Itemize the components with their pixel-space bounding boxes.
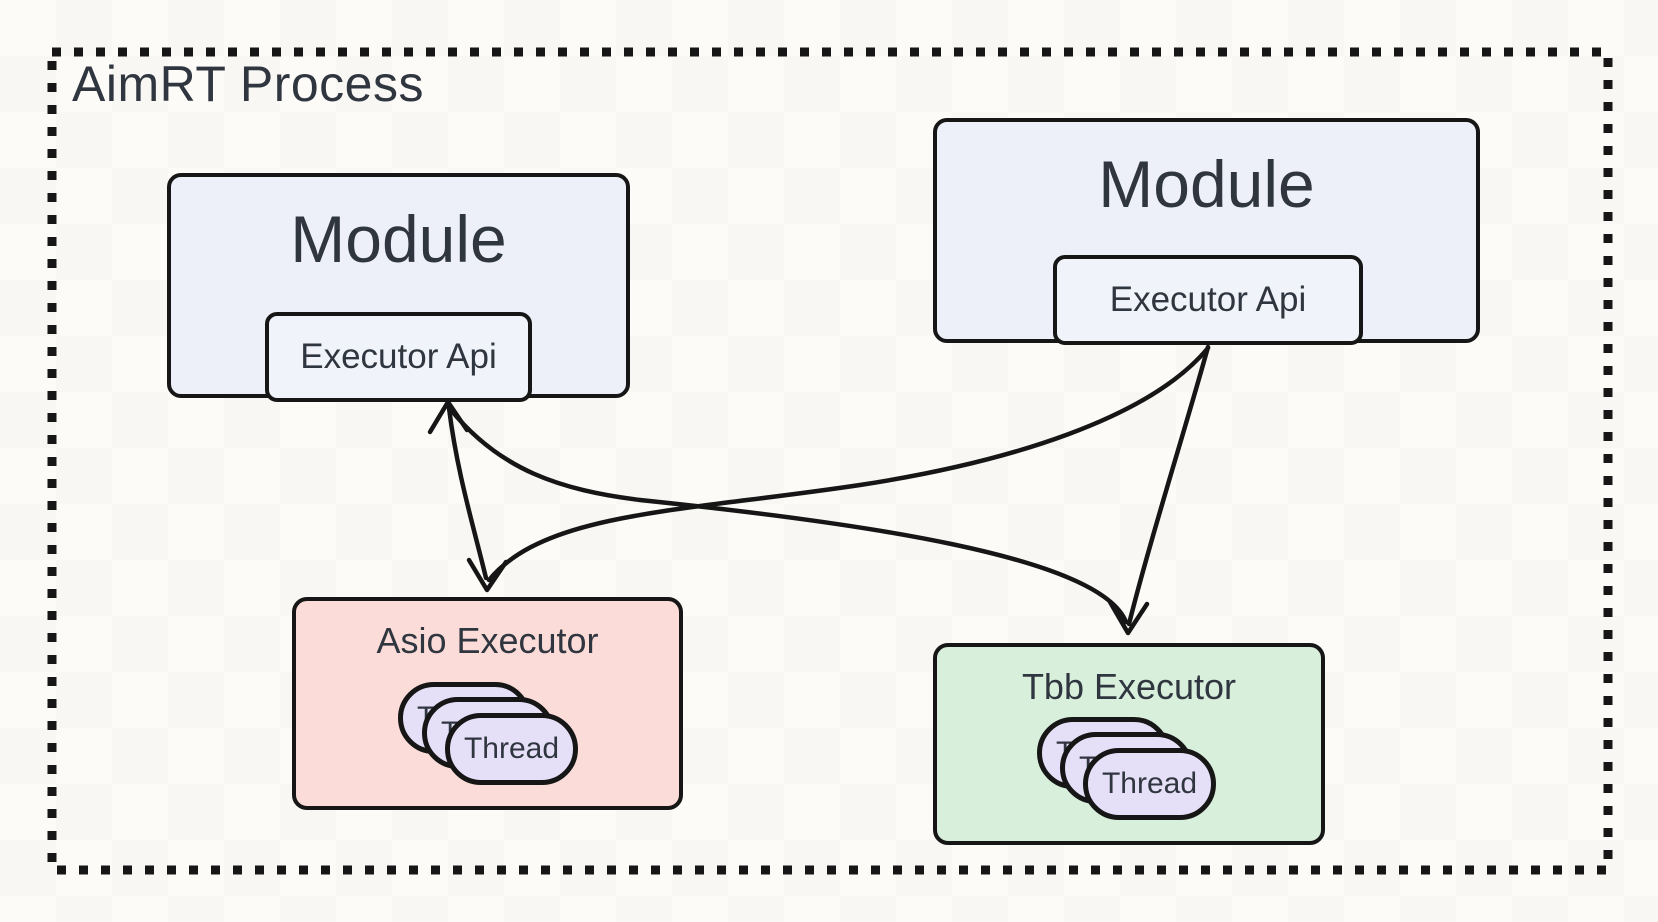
module-box-left: Module Executor Api <box>167 173 630 402</box>
edge-left-api-to-tbb <box>448 407 1129 625</box>
process-title: AimRT Process <box>72 56 424 112</box>
executor-api-box-left: Executor Api <box>265 312 532 402</box>
arrowhead-up-into-left-api <box>427 399 470 435</box>
edge-right-api-to-tbb <box>1126 344 1211 627</box>
module-title-left: Module <box>290 202 507 276</box>
asio-executor-box: Asio Executor Thread Thread Thread <box>292 597 683 810</box>
tbb-executor-box: Tbb Executor Thread Thread Thread <box>933 643 1325 845</box>
asio-executor-title: Asio Executor <box>376 620 599 661</box>
arrowhead-down-into-tbb <box>1107 599 1150 636</box>
executor-api-box-right: Executor Api <box>1053 255 1363 345</box>
executor-api-label-left: Executor Api <box>300 337 497 376</box>
arrowhead-down-into-asio <box>466 557 509 593</box>
thread-pill: Thread <box>1083 748 1216 820</box>
thread-pill: Thread <box>445 713 578 785</box>
tbb-executor-title: Tbb Executor <box>1021 666 1237 707</box>
edge-asio-to-left-api <box>446 405 489 581</box>
module-title-right: Module <box>1098 147 1315 221</box>
executor-api-label-right: Executor Api <box>1109 280 1307 319</box>
module-box-right: Module Executor Api <box>933 118 1480 345</box>
